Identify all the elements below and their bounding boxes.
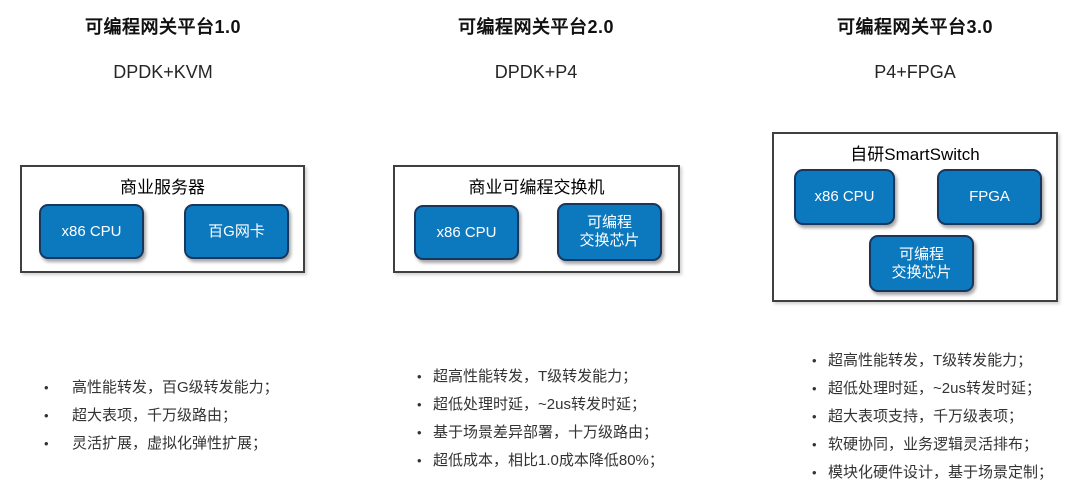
- bullet-text: 模块化硬件设计，基于场景定制；: [828, 464, 1054, 481]
- column1-chip-100g-nic: 百G网卡: [184, 204, 289, 259]
- bullet-item: • 超低处理时延，~2us转发时延；: [417, 395, 707, 423]
- bullet-icon: •: [417, 453, 422, 468]
- column2-chip-programmable-switch-chip: 可编程 交换芯片: [557, 203, 662, 261]
- column1-hardware-box: 商业服务器 x86 CPU 百G网卡: [20, 165, 305, 273]
- bullet-icon: •: [44, 436, 49, 451]
- chip-label: FPGA: [969, 188, 1010, 205]
- bullet-item: • 超低成本，相比1.0成本降低80%；: [417, 451, 707, 479]
- bullet-item: • 超大表项，千万级路由；: [44, 406, 324, 434]
- bullet-text: 超低成本，相比1.0成本降低80%；: [433, 452, 664, 469]
- column3-hardware-box: 自研SmartSwitch x86 CPU FPGA 可编程 交换芯片: [772, 132, 1058, 302]
- bullet-icon: •: [812, 465, 817, 480]
- bullet-item: • 软硬协同，业务逻辑灵活排布；: [812, 435, 1080, 463]
- bullet-item: • 基于场景差异部署，十万级路由；: [417, 423, 707, 451]
- bullet-text: 超高性能转发，T级转发能力；: [828, 352, 1033, 369]
- column1-subtitle: DPDK+KVM: [113, 62, 213, 82]
- bullet-item: • 灵活扩展，虚拟化弹性扩展；: [44, 434, 324, 462]
- chip-label: 可编程 交换芯片: [579, 214, 640, 249]
- bullet-text: 超低处理时延，~2us转发时延；: [828, 380, 1041, 397]
- bullet-text: 基于场景差异部署，十万级路由；: [433, 424, 659, 441]
- bullet-icon: •: [812, 381, 817, 396]
- bullet-text: 高性能转发，百G级转发能力；: [72, 379, 279, 396]
- bullet-text: 灵活扩展，虚拟化弹性扩展；: [72, 435, 268, 452]
- bullet-item: • 超大表项支持，千万级表项；: [812, 407, 1080, 435]
- bullet-item: • 超高性能转发，T级转发能力；: [417, 367, 707, 395]
- column3-chip-fpga: FPGA: [937, 169, 1042, 225]
- bullet-icon: •: [812, 409, 817, 424]
- column1-title: 可编程网关平台1.0: [84, 17, 242, 37]
- column3-box-label: 自研SmartSwitch: [850, 145, 980, 164]
- column2-subtitle: DPDK+P4: [494, 62, 578, 82]
- bullet-text: 超高性能转发，T级转发能力；: [433, 368, 638, 385]
- column2-hardware-box: 商业可编程交换机 x86 CPU 可编程 交换芯片: [393, 165, 680, 273]
- column3-title: 可编程网关平台3.0: [836, 17, 994, 37]
- column3-chip-programmable-switch-chip: 可编程 交换芯片: [869, 235, 974, 292]
- column2-title: 可编程网关平台2.0: [457, 17, 615, 37]
- bullet-icon: •: [417, 397, 422, 412]
- bullet-icon: •: [417, 369, 422, 384]
- chip-label: x86 CPU: [436, 223, 497, 241]
- column2-chip-x86-cpu: x86 CPU: [414, 205, 519, 260]
- bullet-item: • 高性能转发，百G级转发能力；: [44, 378, 324, 406]
- bullet-text: 超大表项支持，千万级表项；: [828, 408, 1024, 425]
- bullet-icon: •: [812, 437, 817, 452]
- bullet-item: • 超低处理时延，~2us转发时延；: [812, 379, 1080, 407]
- bullet-text: 超大表项，千万级路由；: [72, 407, 238, 424]
- column1-chip-x86-cpu: x86 CPU: [39, 204, 144, 259]
- column2-bullet-list: • 超高性能转发，T级转发能力； • 超低处理时延，~2us转发时延； • 基于…: [417, 367, 707, 479]
- chip-label: 百G网卡: [208, 222, 265, 240]
- column3-bullet-list: • 超高性能转发，T级转发能力； • 超低处理时延，~2us转发时延； • 超大…: [812, 351, 1080, 491]
- chip-label: 可编程 交换芯片: [891, 245, 952, 281]
- chip-label: x86 CPU: [814, 188, 875, 205]
- chip-label: x86 CPU: [61, 222, 122, 240]
- bullet-icon: •: [44, 408, 49, 423]
- column1-bullet-list: • 高性能转发，百G级转发能力； • 超大表项，千万级路由； • 灵活扩展，虚拟…: [44, 378, 324, 462]
- column3-chip-x86-cpu: x86 CPU: [794, 169, 895, 225]
- bullet-icon: •: [44, 380, 49, 395]
- bullet-item: • 模块化硬件设计，基于场景定制；: [812, 463, 1080, 491]
- bullet-item: • 超高性能转发，T级转发能力；: [812, 351, 1080, 379]
- bullet-icon: •: [417, 425, 422, 440]
- bullet-text: 超低处理时延，~2us转发时延；: [433, 396, 646, 413]
- column3-subtitle: P4+FPGA: [874, 62, 956, 82]
- column1-box-label: 商业服务器: [120, 178, 205, 197]
- bullet-text: 软硬协同，业务逻辑灵活排布；: [828, 436, 1039, 453]
- column2-box-label: 商业可编程交换机: [468, 178, 605, 197]
- bullet-icon: •: [812, 353, 817, 368]
